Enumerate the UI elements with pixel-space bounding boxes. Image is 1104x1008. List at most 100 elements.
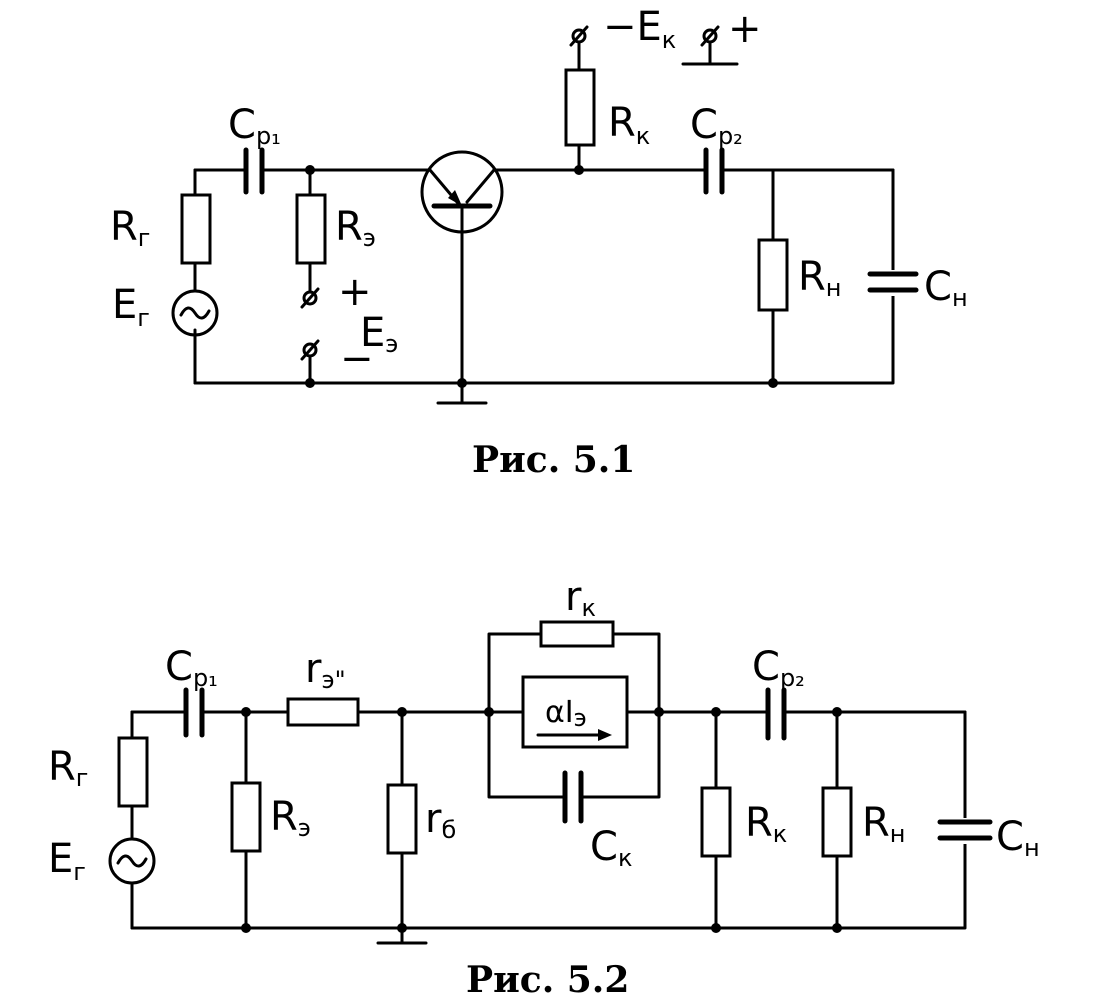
fig2-rk-label: R — [745, 800, 773, 846]
fig1-ee-plus: + — [338, 269, 372, 315]
fig2-eg-sub: г — [73, 858, 86, 886]
fig2-wire — [581, 710, 661, 799]
fig2-rb-resistor — [386, 783, 418, 855]
fig1-ek-plus: + — [728, 6, 762, 52]
fig1-cp2-sub: p₂ — [718, 122, 743, 150]
svg-text:Rг: Rг — [110, 204, 150, 252]
fig2-ck-label: C — [590, 824, 618, 870]
svg-text:Cp₁: Cp₁ — [165, 644, 218, 692]
svg-text:Rн: Rн — [798, 254, 842, 302]
fig2-eg-label: E — [48, 836, 73, 882]
fig1-caption: Рис. 5.1 — [472, 439, 635, 481]
fig1-rn-sub: н — [826, 274, 842, 302]
svg-text:rэ": rэ" — [305, 646, 346, 694]
fig2-rn-label: R — [862, 800, 890, 846]
svg-text:Cн: Cн — [996, 814, 1040, 862]
fig2-cp1-sub: p₁ — [193, 664, 218, 692]
fig1-rn-resistor — [757, 238, 789, 312]
fig1-rg-resistor — [180, 193, 212, 265]
fig2-rg-sub: г — [76, 764, 89, 792]
fig2-rn-resistor — [821, 786, 853, 858]
svg-text:Cp₁: Cp₁ — [228, 102, 281, 150]
fig2-rk-sub: к — [773, 820, 788, 848]
fig2-ck-sub: к — [618, 844, 633, 872]
fig1-transistor-collector — [465, 168, 496, 204]
fig2-rk-resistor — [700, 786, 732, 858]
fig1-sine-icon — [179, 306, 211, 320]
fig2-cp1-label: C — [165, 644, 193, 690]
fig1-terminal-slash — [300, 287, 320, 309]
fig1-rk-resistor — [564, 68, 596, 147]
fig1-eg-sub: г — [137, 304, 150, 332]
svg-text:Rн: Rн — [862, 800, 906, 848]
fig2-source-sub: э — [574, 704, 587, 732]
fig2-wire — [611, 632, 661, 714]
svg-text:Rк: Rк — [745, 800, 787, 848]
fig1-emitter-arrow — [448, 190, 462, 206]
svg-text:Rк: Rк — [608, 100, 650, 150]
svg-text:Cp₂: Cp₂ — [752, 644, 805, 692]
svg-text:Cн: Cн — [924, 264, 968, 312]
fig2-wire — [487, 632, 543, 714]
fig1-rk-sub: к — [636, 122, 651, 150]
svg-text:Rэ: Rэ — [335, 204, 376, 252]
figure-5-1: −Eк + Rк Cp₁ Cp₂ Rг Rэ Eг + Eэ − Rн Cн Р… — [110, 4, 968, 481]
fig1-terminal-slash — [569, 25, 589, 47]
fig2-caption: Рис. 5.2 — [466, 959, 629, 1001]
svg-text:αIэ: αIэ — [545, 695, 587, 732]
fig1-re-label: R — [335, 204, 363, 250]
svg-text:rб: rб — [425, 796, 456, 844]
svg-text:Eг: Eг — [48, 836, 86, 886]
fig1-cn-sub: н — [952, 284, 968, 312]
fig1-eg-label: E — [112, 282, 137, 328]
fig1-re-resistor — [295, 193, 327, 265]
fig2-cn-sub: н — [1024, 834, 1040, 862]
fig1-cp1-label: C — [228, 102, 256, 148]
fig1-terminal-ek — [571, 28, 587, 44]
fig1-node — [305, 378, 315, 388]
svg-text:Rэ: Rэ — [270, 794, 311, 842]
svg-text:rк: rк — [565, 574, 596, 622]
fig1-node — [768, 378, 778, 388]
fig2-rk-small-label: r — [565, 574, 582, 620]
svg-text:Eэ: Eэ — [360, 310, 398, 358]
fig1-ek-sub: к — [662, 26, 677, 54]
svg-text:Cк: Cк — [590, 824, 632, 872]
fig2-node — [832, 923, 842, 933]
fig1-ek-label: −E — [603, 4, 662, 50]
fig2-rb-sub: б — [441, 816, 456, 844]
fig1-cp2-label: C — [690, 102, 718, 148]
fig1-rg-label: R — [110, 204, 138, 250]
fig2-cp2-label: C — [752, 644, 780, 690]
svg-text:Cp₂: Cp₂ — [690, 102, 743, 150]
fig1-re-sub: э — [363, 224, 376, 252]
fig2-re-resistor — [230, 781, 262, 853]
fig1-rg-sub: г — [138, 224, 151, 252]
fig1-terminal-slash — [300, 339, 320, 361]
fig1-rk-label: R — [608, 100, 636, 146]
fig2-node — [711, 923, 721, 933]
fig2-node — [241, 923, 251, 933]
fig2-rb-label: r — [425, 796, 442, 842]
fig1-cp1-sub: p₁ — [256, 122, 281, 150]
fig1-rn-label: R — [798, 254, 826, 300]
fig2-re2-label: r — [305, 646, 322, 692]
fig1-terminal-slash — [700, 25, 720, 47]
svg-text:Rг: Rг — [48, 744, 88, 792]
fig1-terminal-plus — [302, 290, 318, 306]
fig2-re-label: R — [270, 794, 298, 840]
fig2-arrow-head-icon — [598, 729, 612, 741]
fig1-cn-label: C — [924, 264, 952, 310]
fig1-ee-label: E — [360, 310, 385, 356]
fig2-cp2-sub: p₂ — [780, 664, 805, 692]
fig2-rk-small-resistor — [539, 620, 615, 648]
fig1-ee-sub: э — [385, 330, 398, 358]
fig2-rn-sub: н — [890, 820, 906, 848]
svg-text:−Eк: −Eк — [603, 4, 676, 54]
fig1-ee-minus: − — [340, 336, 374, 382]
fig2-wire — [487, 710, 565, 799]
fig2-cn-label: C — [996, 814, 1024, 860]
fig2-rk-small-sub: к — [581, 594, 596, 622]
fig2-rg-resistor — [117, 736, 149, 808]
